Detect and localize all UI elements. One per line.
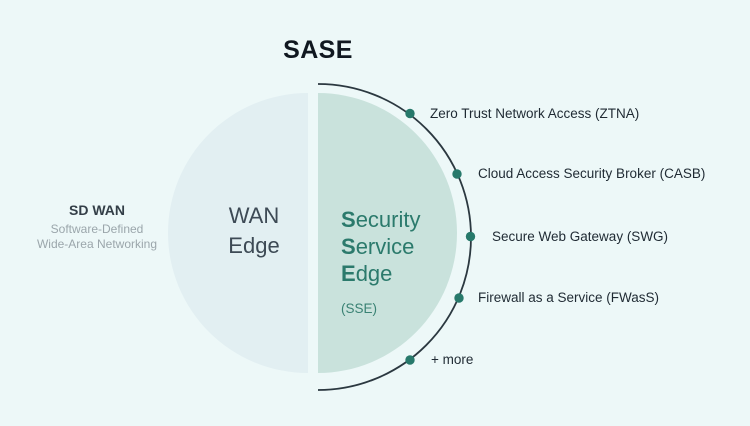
dot-fwass-icon	[454, 293, 464, 303]
sse-word-security-initial: S	[341, 207, 356, 232]
sse-half-disc	[318, 93, 457, 373]
dot-casb-icon	[452, 169, 462, 179]
sse-word-service: Service	[341, 233, 420, 260]
sd-wan-subtitle-line2: Wide-Area Networking	[36, 237, 158, 251]
dot-ztna-icon	[405, 108, 415, 119]
wan-edge-label: WAN Edge	[192, 201, 316, 261]
wan-edge-half-disc	[168, 93, 308, 373]
sse-word-service-initial: S	[341, 234, 356, 259]
sse-abbrev: (SSE)	[341, 301, 378, 316]
sd-wan-annotation: SD WAN Software-Defined Wide-Area Networ…	[7, 201, 187, 252]
item-label-fwass: Firewall as a Service (FWasS)	[478, 290, 660, 305]
sse-word-security-rest: ecurity	[355, 207, 421, 232]
sse-word-security: Security	[341, 206, 420, 233]
item-label-casb: Cloud Access Security Broker (CASB)	[478, 166, 706, 181]
sse-word-edge-initial: E	[341, 261, 356, 286]
dot-more-icon	[405, 355, 415, 365]
sd-wan-title: SD WAN	[69, 202, 125, 218]
wan-edge-label-line2: Edge	[228, 233, 280, 258]
item-label-more: + more	[431, 352, 474, 367]
wan-edge-label-line1: WAN	[228, 203, 280, 228]
sd-wan-subtitle-line1: Software-Defined	[50, 222, 144, 236]
dot-swg-icon	[465, 231, 476, 242]
diagram-title: SASE	[283, 36, 353, 64]
sse-word-edge-rest: dge	[355, 261, 393, 286]
item-label-swg: Secure Web Gateway (SWG)	[492, 229, 669, 244]
sse-word-edge: Edge	[341, 260, 420, 287]
sse-word-service-rest: ervice	[355, 234, 415, 259]
sse-label: Security Service Edge (SSE)	[341, 206, 420, 322]
item-label-ztna: Zero Trust Network Access (ZTNA)	[430, 106, 640, 121]
